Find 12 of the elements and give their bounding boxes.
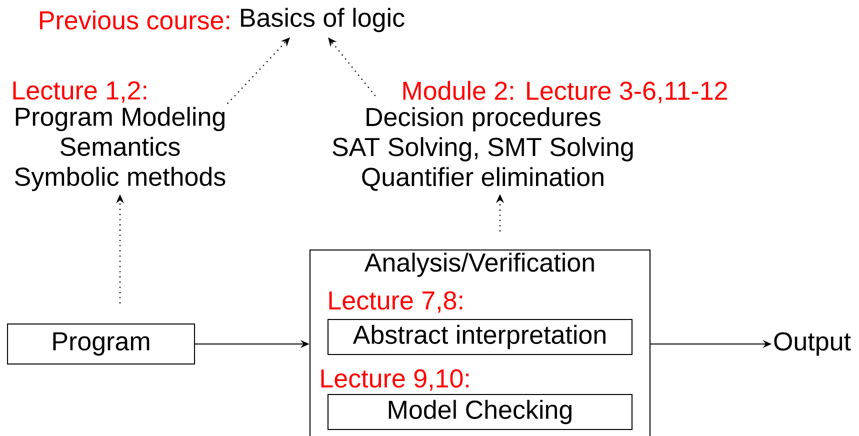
process-box: Program (7, 324, 195, 364)
topic-list: Decision procedures SAT Solving, SMT Solving Quantifier elimination (332, 107, 633, 191)
process-box: Abstract interpretation (328, 319, 632, 355)
lecture-heading: Module 2: Lecture 3-6,11-12 (403, 80, 727, 104)
topic-list: Program Modeling Semantics Symbolic methods (14, 106, 226, 192)
node-text: Basics of logic (241, 8, 404, 32)
lecture-label: Lecture 9,10: (321, 369, 469, 391)
lecture-heading: Lecture 1,2: (13, 81, 146, 103)
node-text: Output (774, 332, 851, 356)
lecture-label: Lecture 7,8: (329, 291, 462, 313)
process-box: Model Checking (328, 394, 632, 430)
lecture-label: Previous course: (40, 10, 230, 30)
